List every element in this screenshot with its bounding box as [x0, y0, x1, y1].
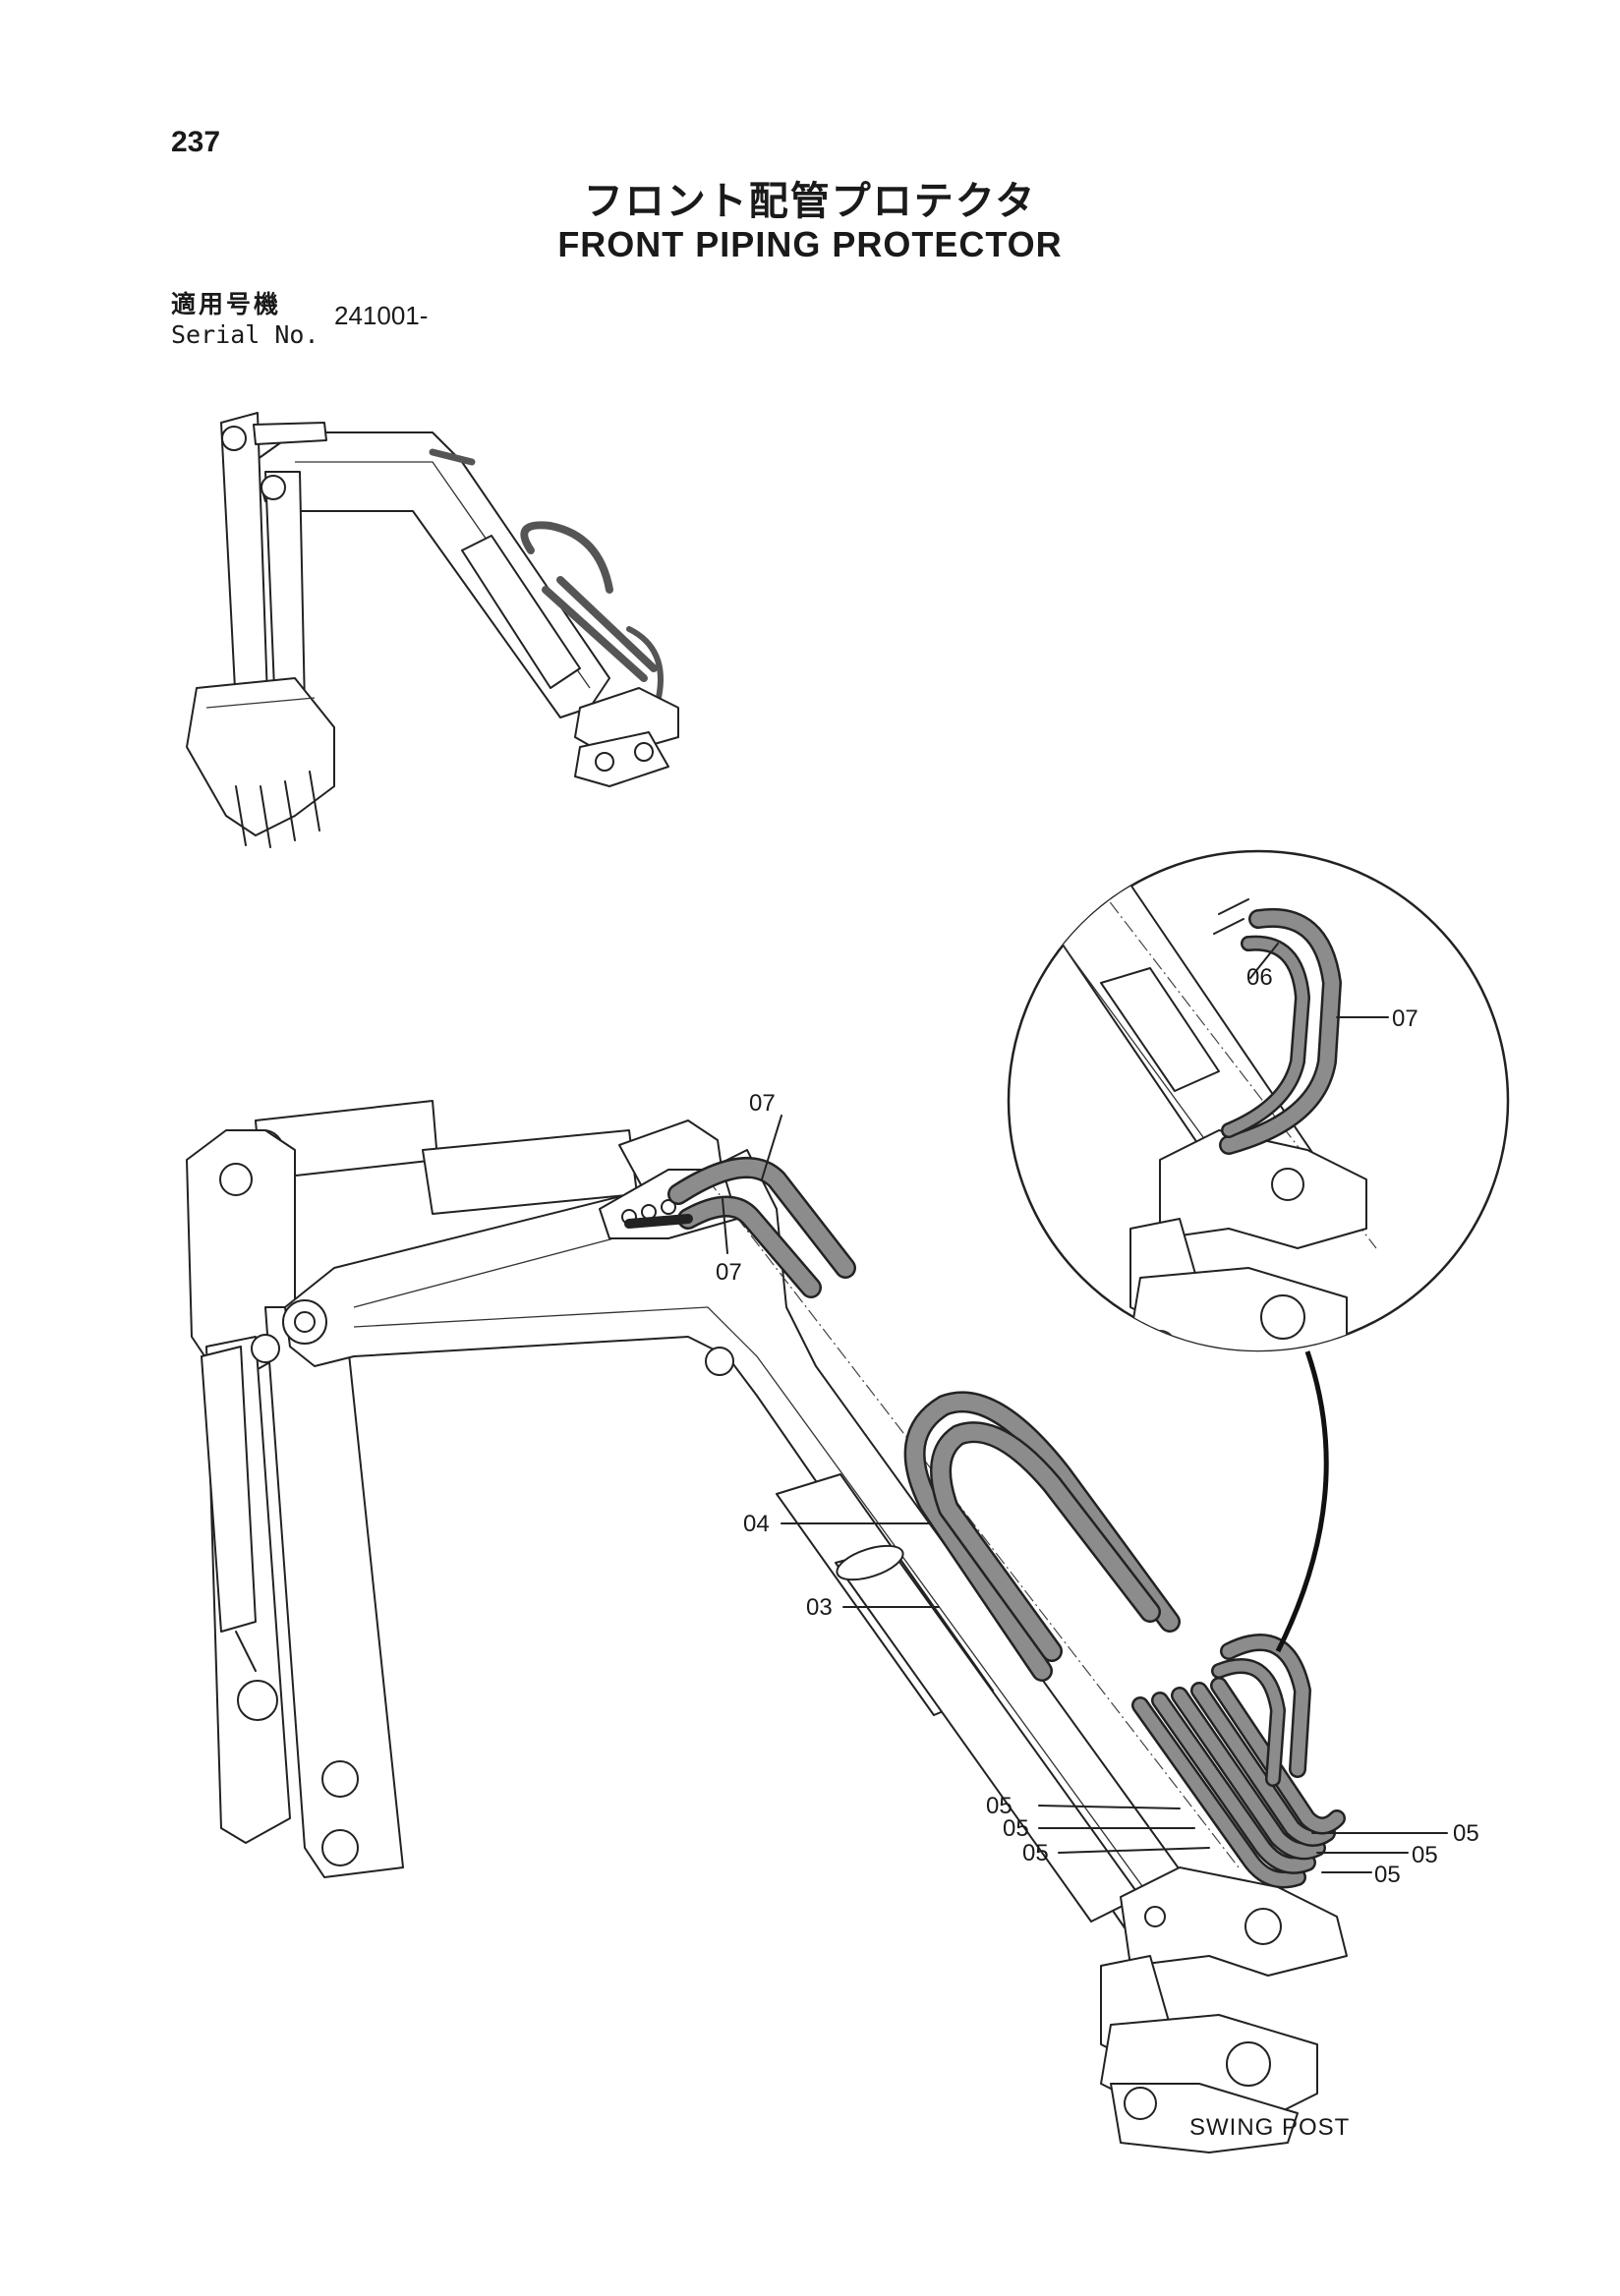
callout-07-detail: 07 — [1392, 1005, 1418, 1032]
callout-06: 06 — [1246, 964, 1273, 991]
callout-05-d: 05 — [1453, 1820, 1479, 1847]
serial-label-japanese: 適用号機 — [171, 290, 282, 318]
callout-05-a: 05 — [986, 1793, 1012, 1819]
swing-post-caption: SWING POST — [1189, 2114, 1350, 2141]
callout-leaders — [722, 943, 1448, 1873]
callout-05-f: 05 — [1374, 1862, 1401, 1888]
page-title-english: FRONT PIPING PROTECTOR — [557, 224, 1063, 264]
overview-excavator-front — [186, 412, 679, 848]
callout-03: 03 — [806, 1594, 833, 1621]
serial-number-value: 241001- — [334, 301, 429, 330]
callout-05-c: 05 — [1022, 1840, 1049, 1866]
serial-label-english: Serial No. — [171, 320, 319, 349]
callout-05-e: 05 — [1412, 1842, 1438, 1868]
page-number: 237 — [171, 126, 221, 158]
detail-swing-post-circle — [1007, 849, 1510, 1653]
callout-07-top: 07 — [749, 1090, 776, 1117]
page-title-japanese: フロント配管プロテクタ — [583, 179, 1037, 224]
callout-04: 04 — [743, 1511, 770, 1537]
callout-07-lower: 07 — [716, 1259, 742, 1286]
callout-05-b: 05 — [1003, 1815, 1029, 1842]
